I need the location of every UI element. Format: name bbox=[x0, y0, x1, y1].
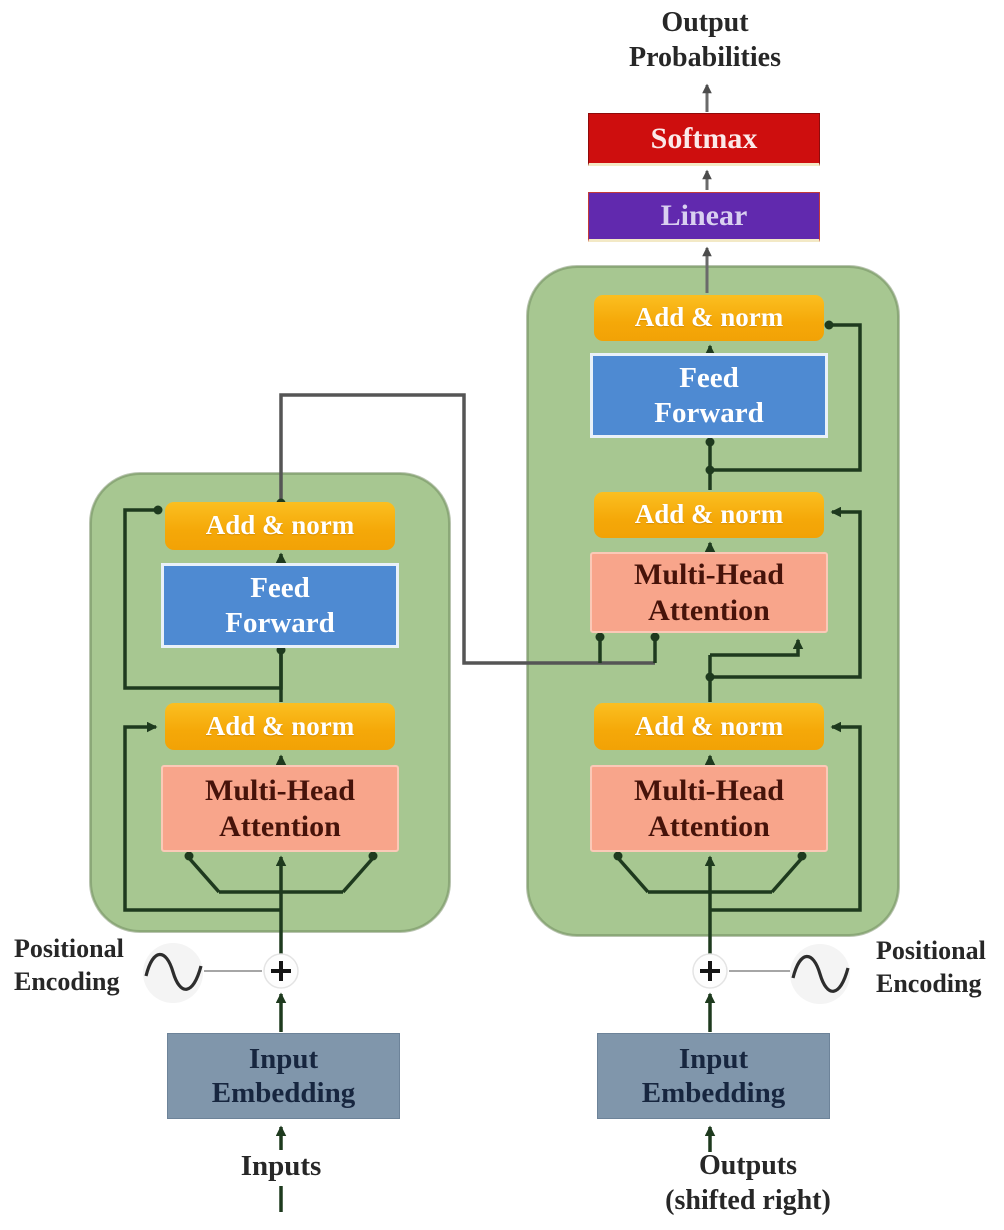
decoder-wires bbox=[616, 323, 862, 956]
sine-wave-icon bbox=[143, 943, 262, 1003]
cross-attention-branches bbox=[598, 640, 657, 663]
linear-box: Linear bbox=[588, 192, 820, 242]
encoder-multi-head-attention: Multi-Head Attention bbox=[161, 765, 399, 852]
decoder-cross-attention-label: Multi-Head Attention bbox=[634, 558, 784, 627]
add-icon bbox=[692, 953, 728, 989]
linear-label: Linear bbox=[660, 199, 748, 233]
input-embedding-right: Input Embedding bbox=[597, 1033, 830, 1119]
encoder-add-norm-bottom-label: Add & norm bbox=[205, 710, 355, 741]
encoder-feed-forward-label: Feed Forward bbox=[225, 572, 335, 639]
decoder-masked-attention: Multi-Head Attention bbox=[590, 765, 828, 852]
decoder-add-norm-bottom: Add & norm bbox=[594, 703, 824, 750]
decoder-feed-forward: Feed Forward bbox=[590, 353, 828, 438]
add-icon bbox=[263, 953, 299, 989]
positional-encoding-right-label: Positional Encoding bbox=[876, 936, 986, 998]
decoder-add-norm-middle: Add & norm bbox=[594, 492, 824, 538]
encoder-feed-forward: Feed Forward bbox=[161, 563, 399, 648]
decoder-add-norm-top: Add & norm bbox=[594, 295, 824, 341]
softmax-label: Softmax bbox=[650, 121, 758, 155]
encoder-add-norm-top: Add & norm bbox=[165, 502, 395, 550]
decoder-add-norm-top-label: Add & norm bbox=[634, 302, 784, 333]
output-probabilities-label: Output Probabilities bbox=[629, 7, 781, 73]
positional-encoding-left-label: Positional Encoding bbox=[14, 934, 124, 996]
inputs-label: Inputs bbox=[240, 1150, 322, 1182]
decoder-add-norm-middle-label: Add & norm bbox=[634, 499, 784, 530]
encoder-multi-head-attention-label: Multi-Head Attention bbox=[205, 774, 355, 843]
softmax-box: Softmax bbox=[588, 113, 820, 166]
outputs-label: Outputs (shifted right) bbox=[665, 1150, 831, 1216]
encoder-add-norm-bottom: Add & norm bbox=[165, 703, 395, 750]
embedding-wires bbox=[275, 992, 716, 1212]
sine-wave-icon bbox=[729, 944, 850, 1004]
decoder-feed-forward-label: Feed Forward bbox=[654, 362, 764, 429]
input-embedding-left-label: Input Embedding bbox=[211, 1042, 356, 1109]
decoder-add-norm-bottom-label: Add & norm bbox=[634, 710, 784, 741]
cross-attention-wire bbox=[279, 393, 655, 665]
decoder-masked-attention-label: Multi-Head Attention bbox=[634, 774, 784, 843]
encoder-add-norm-top-label: Add & norm bbox=[205, 510, 355, 541]
input-embedding-right-label: Input Embedding bbox=[641, 1042, 786, 1109]
decoder-cross-attention: Multi-Head Attention bbox=[590, 552, 828, 633]
input-embedding-left: Input Embedding bbox=[167, 1033, 400, 1119]
